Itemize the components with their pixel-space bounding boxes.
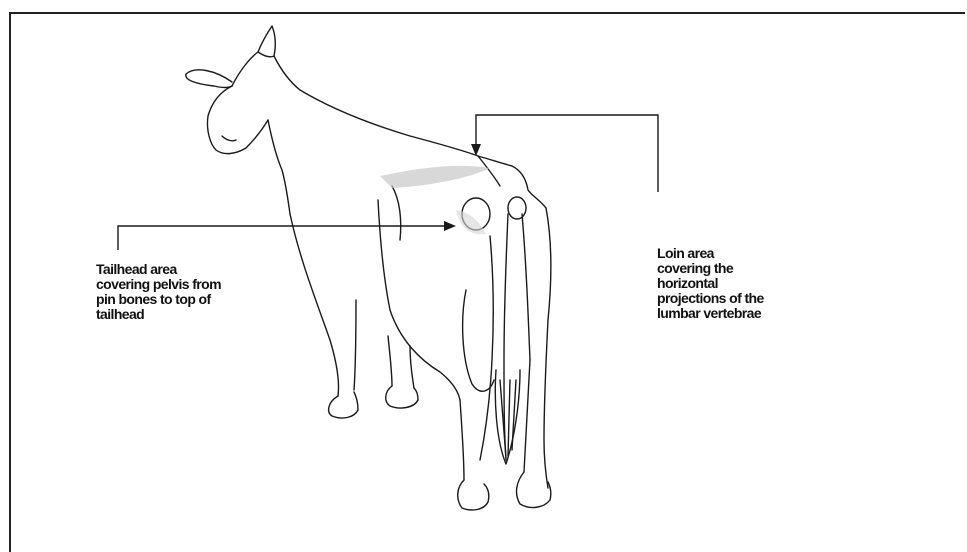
cow-front-leg-right — [388, 336, 392, 386]
tailhead-arrowhead — [444, 221, 456, 231]
cow-topline — [300, 90, 512, 166]
cow-belly — [378, 200, 460, 400]
cow-front-leg-left — [290, 214, 339, 396]
tailhead-callout-line — [118, 226, 448, 250]
tailhead-shading — [456, 210, 486, 234]
cow-front-hoof-right — [386, 386, 418, 408]
loin-callout-line — [476, 115, 658, 192]
cow-rear-leg-right — [544, 208, 551, 488]
cow-front-hoof-left — [329, 392, 358, 418]
cow-ear-left — [186, 70, 232, 88]
cow-rear-leg-left — [480, 236, 493, 460]
cow-head — [207, 86, 268, 154]
cow-rump — [512, 166, 546, 208]
cow-tail — [504, 214, 508, 460]
cow-ear-right — [258, 26, 275, 56]
cow-hoof-right — [517, 472, 551, 507]
loin-area-label: Loin area covering the horizontal projec… — [657, 246, 827, 321]
cow-hoof-left — [458, 480, 489, 510]
cow-udder — [463, 290, 494, 391]
tailhead-area-label: Tailhead area covering pelvis from pin b… — [96, 262, 286, 322]
loin-shading — [380, 166, 490, 188]
